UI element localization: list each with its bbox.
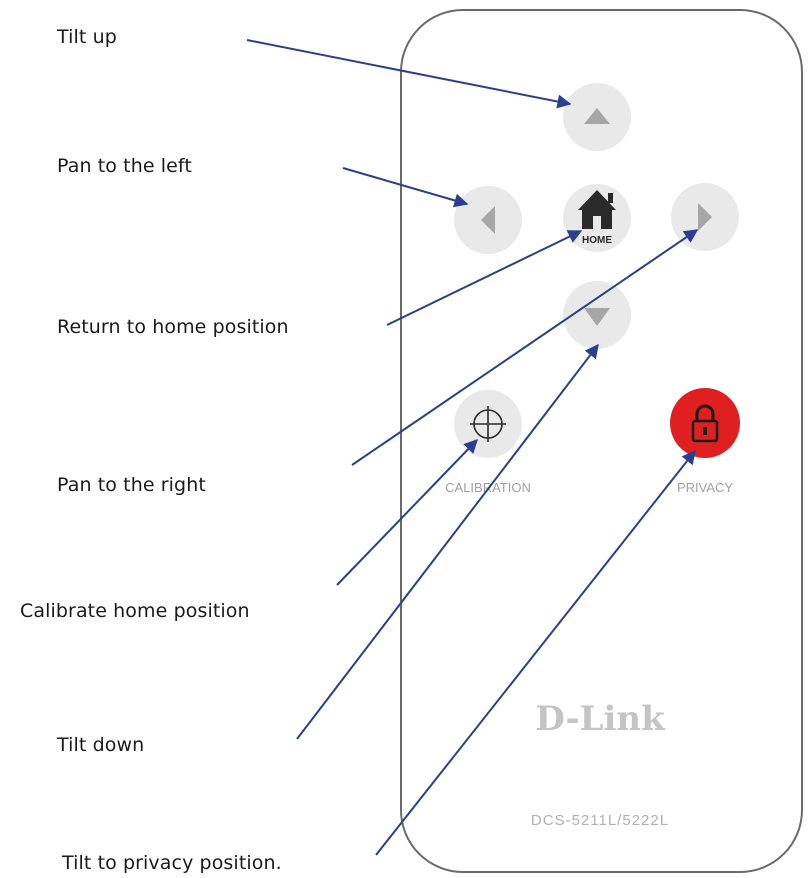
callout-calibrate: Calibrate home position (20, 600, 250, 622)
callout-pan-right: Pan to the right (57, 474, 206, 496)
arrow-pan-right (351, 229, 699, 466)
callout-home: Return to home position (57, 316, 289, 338)
arrow-tilt-up (246, 39, 572, 109)
arrow-privacy (375, 449, 696, 856)
arrow-tilt-down (296, 343, 599, 740)
triangle-down-icon (584, 308, 610, 326)
model-label: DCS-5211L/5222L (531, 812, 669, 829)
privacy-button-label: PRIVACY (677, 480, 733, 495)
tilt-down-button[interactable] (563, 281, 631, 349)
privacy-button[interactable]: PRIVACY (670, 388, 740, 495)
triangle-left-icon (481, 206, 495, 234)
callout-pan-left: Pan to the left (57, 155, 192, 177)
home-button-label: HOME (582, 235, 612, 246)
arrow-pan-left (342, 167, 469, 208)
arrow-calibrate (336, 438, 478, 586)
arrow-home (386, 230, 583, 326)
brand-logo: D-Link (535, 699, 666, 739)
home-button[interactable]: HOME (563, 184, 631, 252)
triangle-up-icon (584, 108, 610, 124)
house-icon (578, 190, 616, 229)
crosshair-icon (470, 406, 506, 442)
callout-privacy: Tilt to privacy position. (62, 852, 282, 874)
triangle-right-icon (698, 203, 712, 231)
callout-tilt-up: Tilt up (57, 26, 117, 48)
padlock-icon (691, 404, 719, 443)
callout-tilt-down: Tilt down (57, 734, 145, 756)
pan-left-button[interactable] (454, 186, 522, 254)
tilt-up-button[interactable] (563, 83, 631, 151)
